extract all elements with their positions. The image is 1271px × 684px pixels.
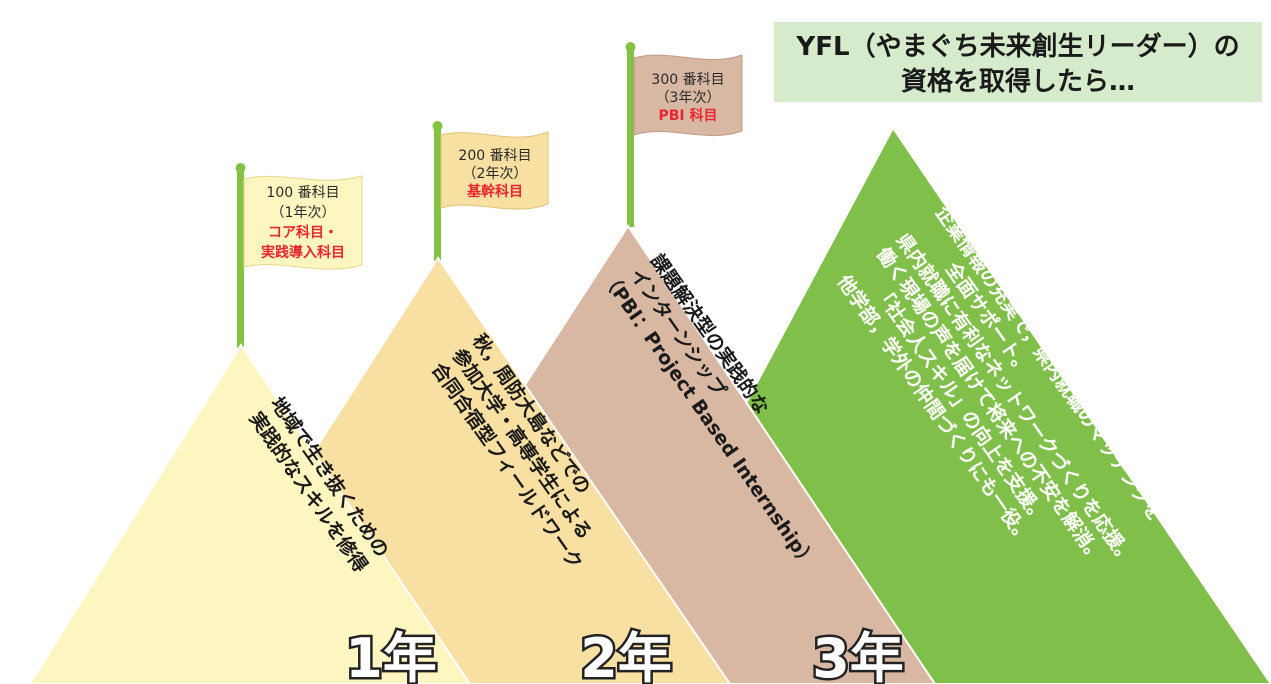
flag-200: 200 番科目 （2年次） 基幹科目 xyxy=(440,131,549,210)
flag-pole-1 xyxy=(237,168,244,348)
year-label-3: 3年 xyxy=(812,627,904,684)
flag-100-line-2: （1年次） xyxy=(271,205,336,221)
banner-line-2: 資格を取得したら… xyxy=(901,66,1135,97)
flag-pole-1-cap xyxy=(235,163,246,173)
flag-100-line-4: 実践導入科目 xyxy=(261,244,345,261)
flag-200-line-3: 基幹科目 xyxy=(467,183,523,200)
flag-100-line-1: 100 番科目 xyxy=(266,185,339,201)
flag-pole-3 xyxy=(627,47,634,227)
flag-200-line-2: （2年次） xyxy=(463,166,528,182)
flag-pole-2-cap xyxy=(432,121,443,131)
flag-100: 100 番科目 （1年次） コア科目・ 実践導入科目 xyxy=(243,175,363,270)
flag-pole-3-cap xyxy=(625,42,636,52)
yfl-banner: YFL（やまぐち未来創生リーダー）の 資格を取得したら… xyxy=(774,22,1262,102)
flag-300-line-2: （3年次） xyxy=(656,90,721,106)
flag-300: 300 番科目 （3年次） PBI 科目 xyxy=(633,54,743,137)
year-label-2: 2年 xyxy=(580,627,672,684)
flag-200-line-1: 200 番科目 xyxy=(458,148,531,164)
flag-300-line-1: 300 番科目 xyxy=(651,72,724,88)
mountain-year-1 xyxy=(28,343,472,684)
flag-300-line-3: PBI 科目 xyxy=(658,107,717,124)
banner-line-1: YFL（やまぐち未来創生リーダー）の xyxy=(795,31,1239,62)
flag-pole-2 xyxy=(434,126,441,261)
flag-100-line-3: コア科目・ xyxy=(268,224,338,241)
year-label-1: 1年 xyxy=(345,627,437,684)
